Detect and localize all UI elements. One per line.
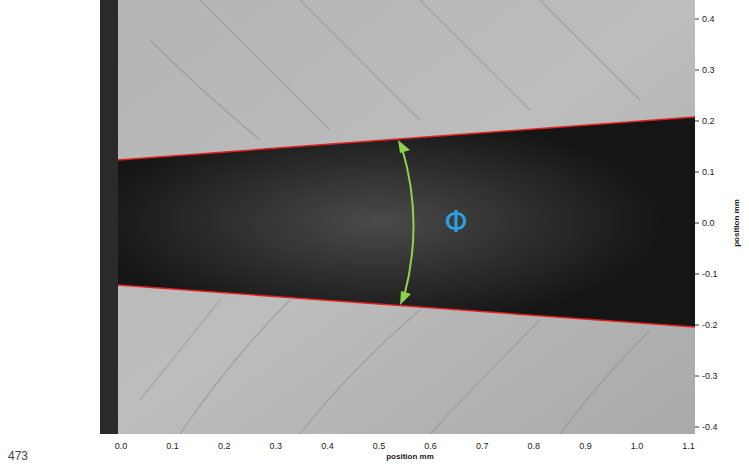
line-number: 473 [8,450,28,462]
angle-arc [402,148,414,297]
x-tick-label: 0.9 [579,442,592,451]
y-tick-label: 0.0 [702,219,715,228]
x-tick-label: 0.7 [476,442,489,451]
axis-ticks [695,19,699,427]
cone-edge-line [118,285,695,327]
x-tick-label: 0.1 [166,442,179,451]
y-tick-label: -0.1 [702,270,718,279]
x-tick-label: 0.5 [373,442,386,451]
angle-symbol: Φ [444,207,468,237]
image-ground [100,0,695,434]
y-tick-label: -0.4 [702,423,718,432]
arrow-head [400,291,411,305]
y-tick-label: 0.3 [702,66,715,75]
y-tick-label: -0.2 [702,321,718,330]
nozzle-edge [100,0,118,434]
x-tick-label: 1.1 [682,442,695,451]
x-tick-label: 1.0 [631,442,644,451]
x-tick-label: 0.0 [115,442,128,451]
axis-title: position mm [733,199,741,247]
axis-title: position mm [386,453,434,461]
x-tick-label: 0.3 [270,442,283,451]
x-tick-label: 0.4 [321,442,334,451]
x-tick-label: 0.6 [424,442,437,451]
cone-edge-line [118,117,695,160]
y-tick-label: -0.3 [702,372,718,381]
y-tick-label: 0.2 [702,117,715,126]
arrow-head [398,140,410,153]
x-tick-label: 0.8 [528,442,541,451]
y-tick-label: 0.4 [702,15,715,24]
y-tick-label: 0.1 [702,168,715,177]
spray-cone [118,117,695,327]
x-tick-label: 0.2 [218,442,231,451]
